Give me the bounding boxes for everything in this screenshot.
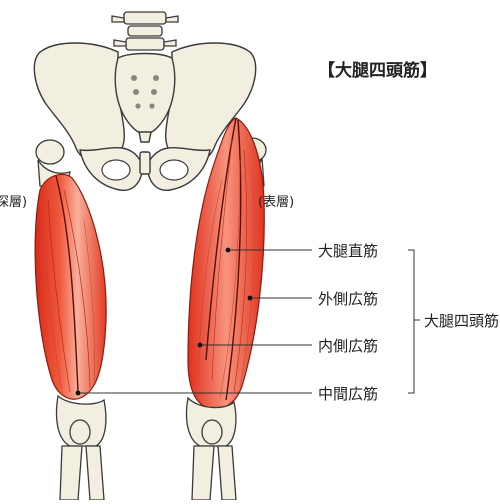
leader-lines [78, 249, 420, 394]
group-bracket [408, 249, 415, 394]
obturator-foramen [101, 159, 189, 181]
label-surface-layer: (表層) [258, 195, 294, 210]
label-quadriceps-group: 大腿四頭筋 [424, 312, 499, 330]
label-rectus-femoris: 大腿直筋 [318, 242, 378, 260]
sacral-foramina [131, 75, 159, 109]
diagram-title: 【大腿四頭筋】 [318, 60, 437, 81]
left-thigh-muscles [34, 173, 107, 400]
label-vastus-lateralis: 外側広筋 [318, 290, 378, 308]
label-deep-layer: 深層) [0, 195, 27, 210]
leader-dots [75, 247, 253, 396]
label-vastus-medialis: 内側広筋 [318, 337, 378, 355]
lumbar-spine [111, 11, 179, 51]
left-knee [55, 394, 107, 501]
right-knee [185, 396, 237, 501]
label-vastus-intermedius: 中間広筋 [318, 385, 378, 403]
